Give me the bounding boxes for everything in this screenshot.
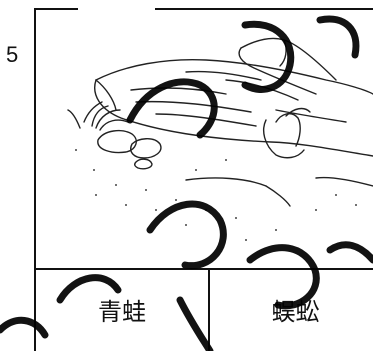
answer-option-centipede[interactable]: 蜈蚣 xyxy=(271,298,320,326)
frame-top-border-right xyxy=(155,8,373,10)
question-number: 5 xyxy=(6,42,19,67)
frame-top-border-left xyxy=(34,8,78,10)
log-and-rocks-illustration xyxy=(67,37,373,241)
answer-option-frog[interactable]: 青蛙 xyxy=(36,268,210,351)
answer-options-row: 青蛙 蜈蚣 xyxy=(34,268,373,351)
